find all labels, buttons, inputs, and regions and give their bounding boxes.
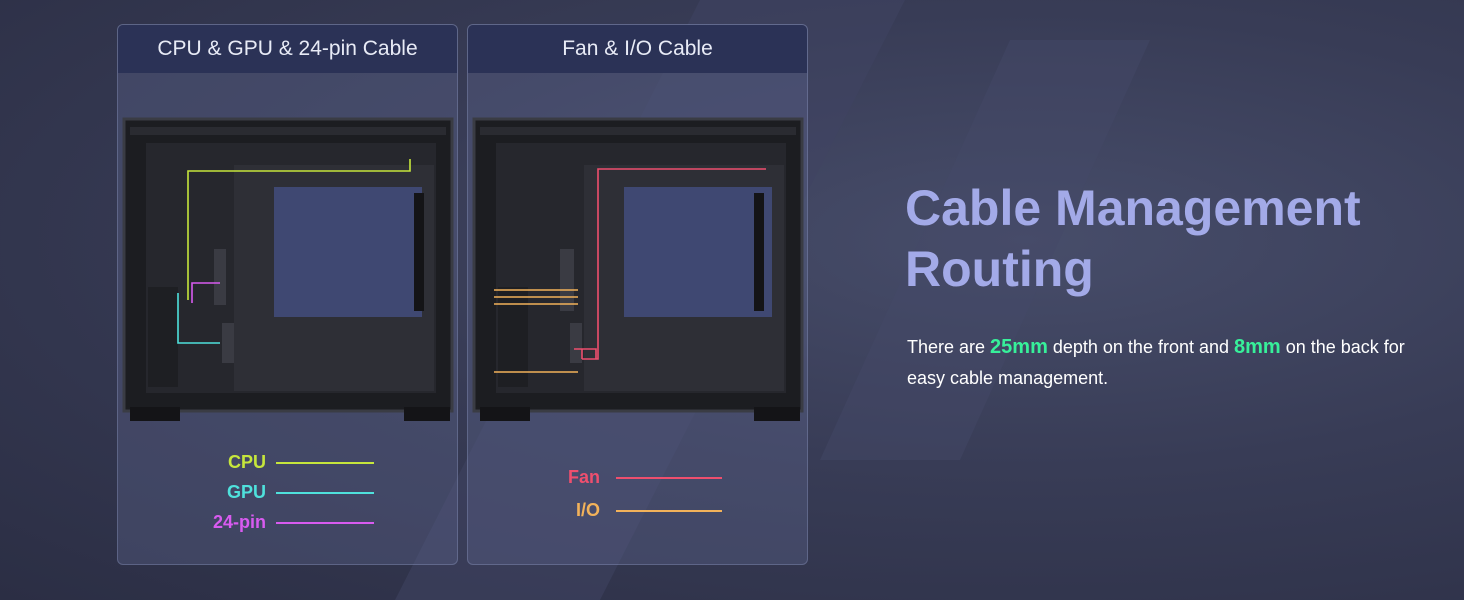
legend-line [616,509,722,512]
legend-label: I/O [575,500,600,520]
legend-line [276,521,374,524]
cpu-cable-route [187,159,411,300]
panel-fan-io: Fan & I/O Cable Fan I/O [467,24,808,565]
legend-24pin: 24-pin [178,512,374,533]
panel-title: CPU & GPU & 24-pin Cable [118,25,457,73]
pc-case-image [472,117,804,421]
front-depth-value: 25mm [990,336,1048,358]
fan-cable-route [582,168,766,360]
legend-fan: Fan [528,467,722,488]
description-text: depth on the front and [1047,337,1235,357]
pc-case-image [122,117,454,421]
legend-line [276,461,374,464]
legend-label: Fan [567,467,600,487]
legend-cpu: CPU [178,452,374,473]
legend-io: I/O [528,500,722,521]
legend-line [616,476,722,479]
headline-line-2: Routing [905,241,1094,297]
headline-line-1: Cable Management [905,180,1361,236]
gpu-cable-route [177,293,220,344]
description: There are 25mm depth on the front and 8m… [907,332,1407,394]
24pin-cable-route [191,282,220,303]
legend-label: GPU [226,482,266,502]
description-text: on the back for easy cable management. [907,337,1405,388]
panel-title: Fan & I/O Cable [468,25,807,73]
legend-gpu: GPU [178,482,374,503]
back-depth-value: 8mm [1234,336,1281,358]
legend-line [276,491,374,494]
headline: Cable Management Routing [905,178,1445,300]
legend-label: CPU [227,452,266,472]
legend-label: 24-pin [212,512,266,532]
panel-cpu-gpu-24pin: CPU & GPU & 24-pin Cable CPU GPU 24-pin [117,24,458,565]
description-text: There are [907,337,991,357]
